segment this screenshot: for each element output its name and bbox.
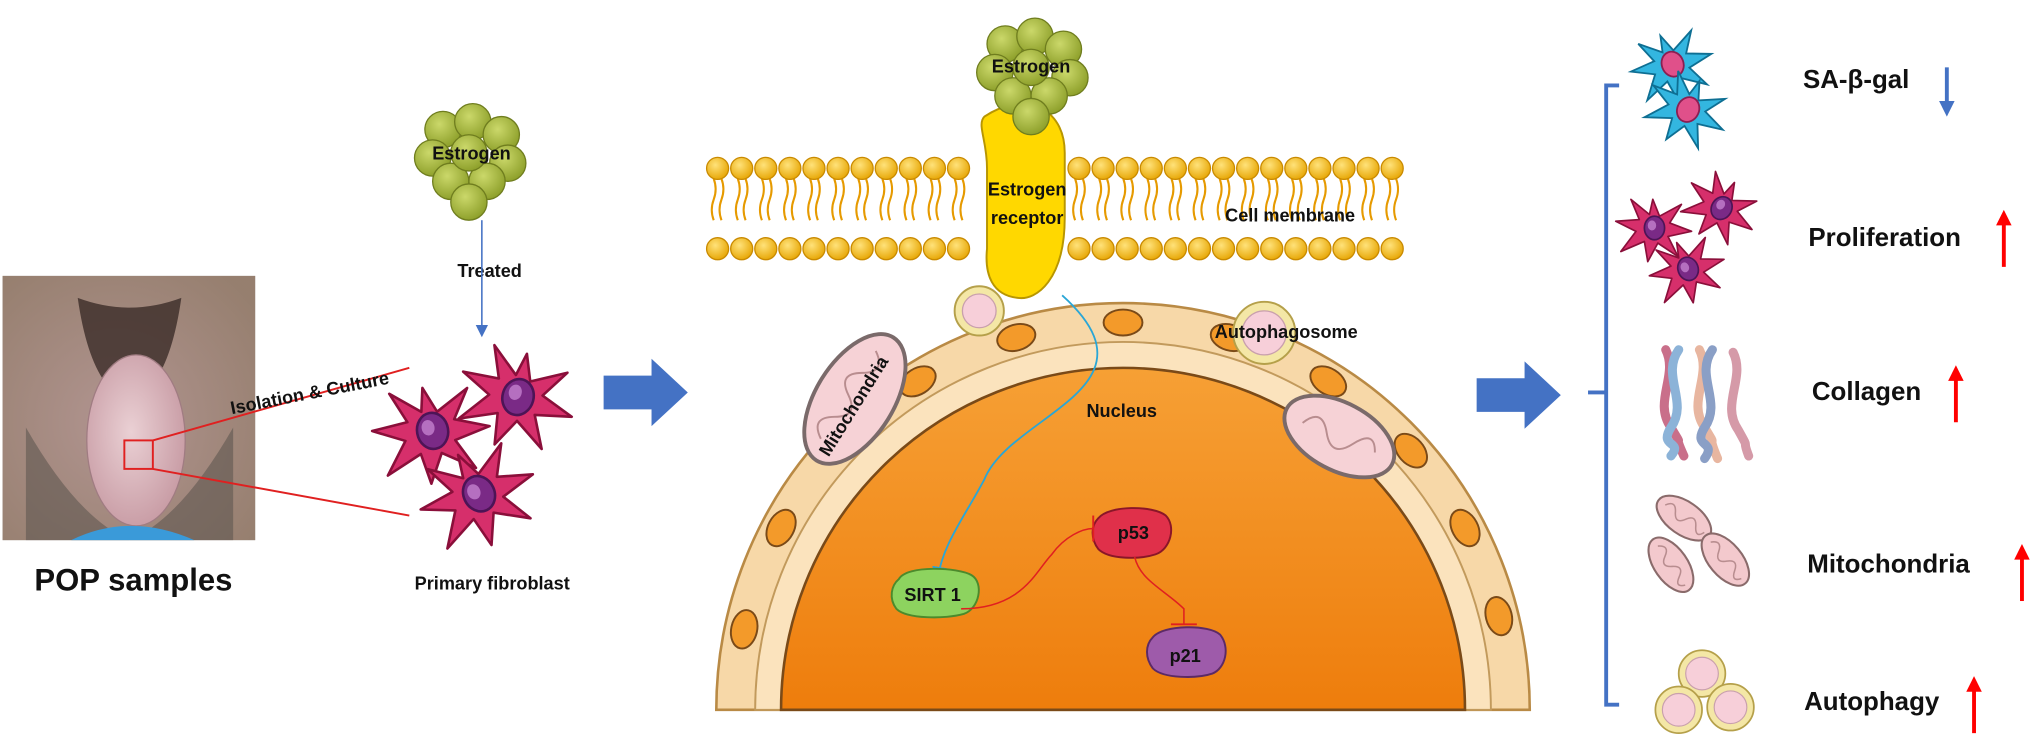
p53-label: p53 xyxy=(1118,523,1149,543)
sirt1-label: SIRT 1 xyxy=(904,585,960,605)
outcome-label-mitochondria: Mitochondria xyxy=(1807,551,1970,579)
receptor-label-line1: Estrogen xyxy=(988,180,1067,200)
fibroblast-cells xyxy=(364,337,586,568)
p53-inhibits-p21 xyxy=(1133,556,1185,625)
flow-arrow-1 xyxy=(603,358,688,427)
mitochondria-icon xyxy=(1638,485,1760,601)
pop-samples-caption: POP samples xyxy=(34,563,232,598)
direction-arrows xyxy=(1939,67,2030,734)
estrogen-label-left: Estrogen xyxy=(432,143,511,163)
arrow-up-2 xyxy=(1948,365,1964,423)
arrow-up-1 xyxy=(1996,209,2012,267)
outcome-label-collagen: Collagen xyxy=(1812,378,1921,406)
autophagosome-label: Autophagosome xyxy=(1215,322,1358,342)
receptor-label-line2: receptor xyxy=(991,208,1064,228)
estrogen-label-middle: Estrogen xyxy=(992,57,1071,77)
nucleus-label: Nucleus xyxy=(1086,401,1157,421)
flow-arrow-2 xyxy=(1476,361,1561,429)
arrow-up-3 xyxy=(2014,544,2030,602)
sirt1-node xyxy=(890,567,980,619)
senescent-cells-icon xyxy=(1627,27,1729,152)
nuclear-pores xyxy=(729,308,1514,650)
outcome-label-autophagy: Autophagy xyxy=(1804,688,1940,716)
arrow-down-0 xyxy=(1939,67,1955,117)
zoom-line-bottom xyxy=(152,467,410,517)
receptor-to-sirt1-arrow xyxy=(932,294,1099,582)
arrow-up-4 xyxy=(1966,676,1982,734)
sirt1-inhibits-p53 xyxy=(961,527,1094,610)
mitochondria-small-right xyxy=(1282,393,1397,480)
p21-label: p21 xyxy=(1170,646,1201,666)
sample-region-box xyxy=(123,439,154,470)
mitochondria-organelle xyxy=(802,332,908,466)
vesicle-small xyxy=(953,285,1005,337)
treated-label: Treated xyxy=(457,261,521,281)
collagen-icon xyxy=(1659,345,1754,464)
pop-sample-photo xyxy=(2,275,256,541)
cell-membrane xyxy=(705,156,1404,261)
autophagosome xyxy=(1232,300,1297,365)
zoom-line-top xyxy=(152,366,410,442)
primary-fibroblast-label: Primary fibroblast xyxy=(415,573,570,593)
outcome-bracket xyxy=(1604,83,1620,707)
outcome-label-proliferation: Proliferation xyxy=(1808,224,1961,252)
cell-membrane-label: Cell membrane xyxy=(1225,205,1355,225)
proliferation-cells-icon xyxy=(1614,163,1769,315)
autophagy-icon xyxy=(1654,649,1755,735)
p21-node xyxy=(1146,626,1227,678)
outcome-label-sa-beta-gal: SA-β-gal xyxy=(1803,66,1909,94)
